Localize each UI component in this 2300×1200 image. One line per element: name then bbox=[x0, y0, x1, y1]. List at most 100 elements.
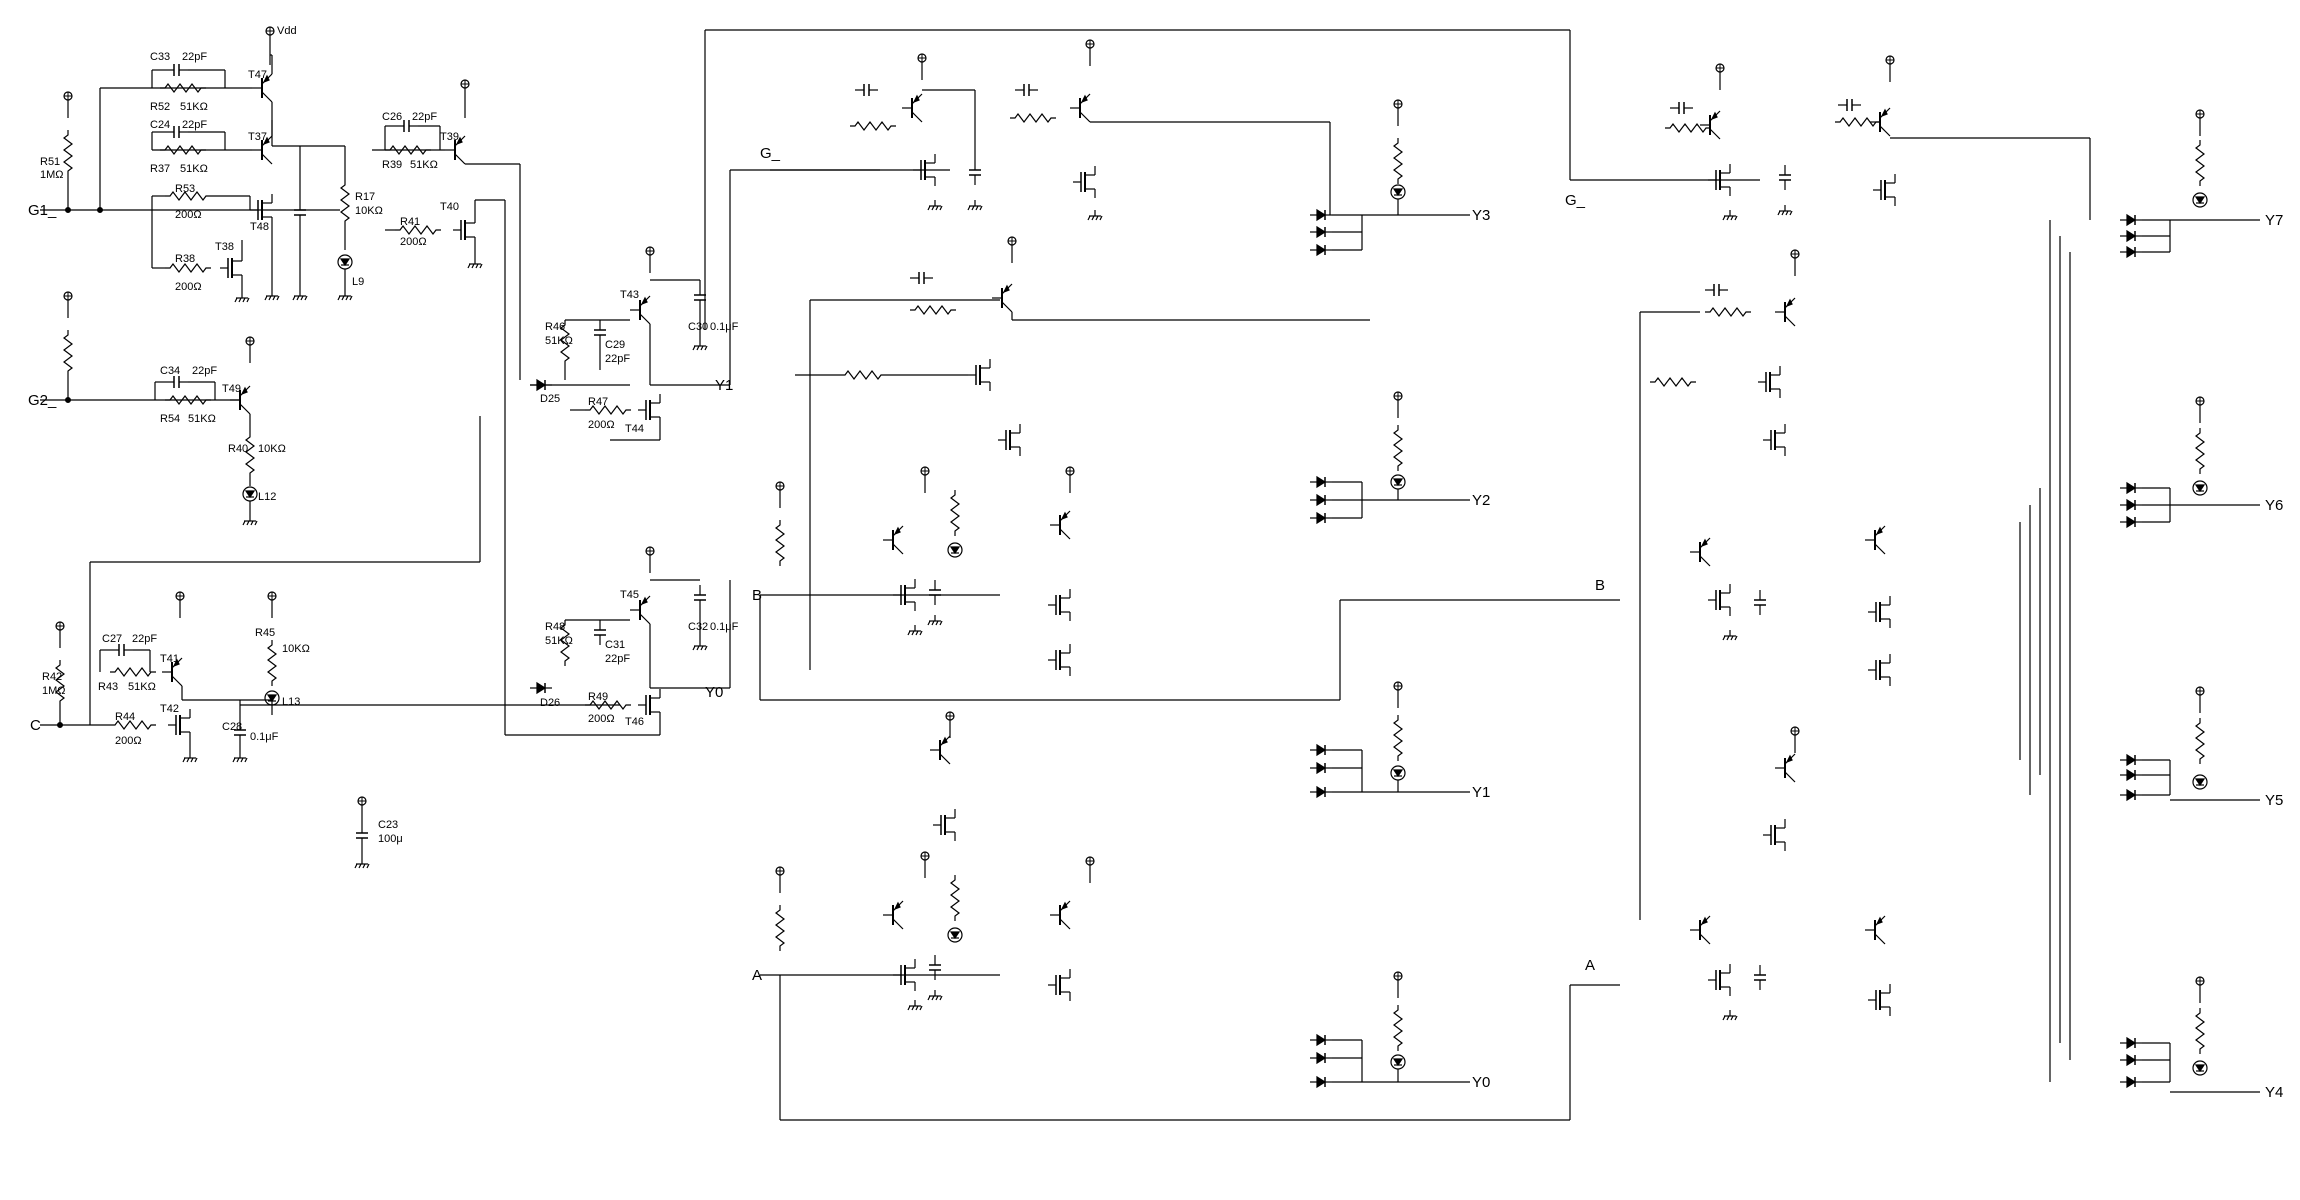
y1-output-label: Y1 bbox=[1472, 784, 1490, 801]
r51-ref: R51 bbox=[40, 156, 60, 168]
diode-d2 bbox=[1309, 494, 1333, 506]
t40-ref: T40 bbox=[440, 201, 459, 213]
c23-val: 100μ bbox=[378, 833, 403, 845]
y2-output-label: Y2 bbox=[1472, 492, 1490, 509]
transistor-t21 bbox=[1069, 93, 1091, 123]
diode-d9 bbox=[1309, 244, 1333, 256]
transistor-t4 bbox=[1872, 173, 1896, 207]
c30-ref: C30 bbox=[688, 321, 708, 333]
transistor-t14 bbox=[1762, 818, 1786, 852]
c30-val: 0.1μF bbox=[710, 321, 739, 333]
l9-ref: L9 bbox=[352, 276, 364, 288]
l12-ref: L12 bbox=[258, 491, 276, 503]
diode-d23 bbox=[1309, 1076, 1333, 1088]
diode-d11 bbox=[2119, 1076, 2143, 1088]
transistor-t7 bbox=[1762, 423, 1786, 457]
diode-d20 bbox=[2119, 246, 2143, 258]
transistor-t33 bbox=[882, 900, 904, 930]
c33-ref: C33 bbox=[150, 51, 170, 63]
diode-d12 bbox=[2119, 1054, 2143, 1066]
g-mid-label: G_ bbox=[760, 145, 781, 162]
diode-d18 bbox=[2119, 499, 2143, 511]
transistor-t29 bbox=[1047, 588, 1071, 622]
c27-val: 22pF bbox=[132, 633, 157, 645]
r41-ref: R41 bbox=[400, 216, 420, 228]
c31-ref: C31 bbox=[605, 639, 625, 651]
diode-d6 bbox=[1309, 744, 1333, 756]
t42-ref: T42 bbox=[160, 703, 179, 715]
t37-ref: T37 bbox=[248, 131, 267, 143]
r43-ref: R43 bbox=[98, 681, 118, 693]
c26-ref: C26 bbox=[382, 111, 402, 123]
y0-output-label: Y0 bbox=[1472, 1074, 1490, 1091]
diode-d7 bbox=[1309, 512, 1333, 524]
transistor-t19 bbox=[901, 93, 923, 123]
diode-d15 bbox=[2119, 769, 2143, 781]
diode-d19 bbox=[2119, 482, 2143, 494]
r54-ref: R54 bbox=[160, 413, 180, 425]
vdd-label: Vdd bbox=[277, 25, 297, 37]
led-l1 bbox=[2192, 192, 2208, 208]
r40-val: 10KΩ bbox=[258, 443, 286, 455]
labels: G1_ G2_ C Y1 Y0 C33 22pF R52 51KΩ T47 C2… bbox=[28, 25, 2283, 1101]
c24-val: 22pF bbox=[182, 119, 207, 131]
r54-val: 51KΩ bbox=[188, 413, 216, 425]
y4-output-label: Y4 bbox=[2265, 1084, 2283, 1101]
t46-ref: T46 bbox=[625, 716, 644, 728]
r38-ref: R38 bbox=[175, 253, 195, 265]
transistor-t10 bbox=[1864, 525, 1886, 555]
diode-d21 bbox=[2119, 230, 2143, 242]
diode-d3 bbox=[1309, 209, 1333, 221]
d25-ref: D25 bbox=[540, 393, 560, 405]
r51-val: 1MΩ bbox=[40, 169, 64, 181]
led-l3 bbox=[2192, 774, 2208, 790]
transistor-t13 bbox=[1774, 753, 1796, 783]
c32-ref: C32 bbox=[688, 621, 708, 633]
r44-val: 200Ω bbox=[115, 735, 142, 747]
g1-input-label: G1_ bbox=[28, 202, 57, 219]
transistor-t40 bbox=[452, 213, 476, 247]
r47-ref: R47 bbox=[588, 396, 608, 408]
led-l9 bbox=[337, 254, 353, 270]
transistor-t31 bbox=[929, 735, 951, 765]
y5-output-label: Y5 bbox=[2265, 792, 2283, 809]
t39-ref: T39 bbox=[440, 131, 459, 143]
transistor-t26 bbox=[882, 525, 904, 555]
led-l10 bbox=[947, 542, 963, 558]
transistor-t38 bbox=[219, 251, 243, 285]
r46-val: 51KΩ bbox=[545, 335, 573, 347]
diode-d1 bbox=[1309, 786, 1333, 798]
r39-val: 51KΩ bbox=[410, 159, 438, 171]
b-right-label: B bbox=[1595, 577, 1605, 594]
r53-val: 200Ω bbox=[175, 209, 202, 221]
r52-val: 51KΩ bbox=[180, 101, 208, 113]
led-l7 bbox=[1390, 765, 1406, 781]
transistor-t24 bbox=[967, 358, 991, 392]
c29-ref: C29 bbox=[605, 339, 625, 351]
r44-ref: R44 bbox=[115, 711, 135, 723]
diode-d5 bbox=[1309, 762, 1333, 774]
l13-ref: L13 bbox=[282, 696, 300, 708]
transistor-t9 bbox=[1707, 583, 1731, 617]
transistor-t1 bbox=[1699, 110, 1721, 140]
led-l6 bbox=[1390, 474, 1406, 490]
r49-ref: R49 bbox=[588, 691, 608, 703]
transistor-t22 bbox=[1072, 165, 1096, 199]
c26-val: 22pF bbox=[412, 111, 437, 123]
c32-val: 0.1μF bbox=[710, 621, 739, 633]
led-l8 bbox=[1390, 1054, 1406, 1070]
c29-val: 22pF bbox=[605, 353, 630, 365]
c34-val: 22pF bbox=[192, 365, 217, 377]
t43-ref: T43 bbox=[620, 289, 639, 301]
t38-ref: T38 bbox=[215, 241, 234, 253]
t49-ref: T49 bbox=[222, 383, 241, 395]
transistor-t17 bbox=[1864, 915, 1886, 945]
c33-val: 22pF bbox=[182, 51, 207, 63]
t48-ref: T48 bbox=[250, 221, 269, 233]
c27-ref: C27 bbox=[102, 633, 122, 645]
c23-ref: C23 bbox=[378, 819, 398, 831]
r48-ref: R48 bbox=[545, 621, 565, 633]
r45-ref: R45 bbox=[255, 627, 275, 639]
led-l5 bbox=[1390, 184, 1406, 200]
